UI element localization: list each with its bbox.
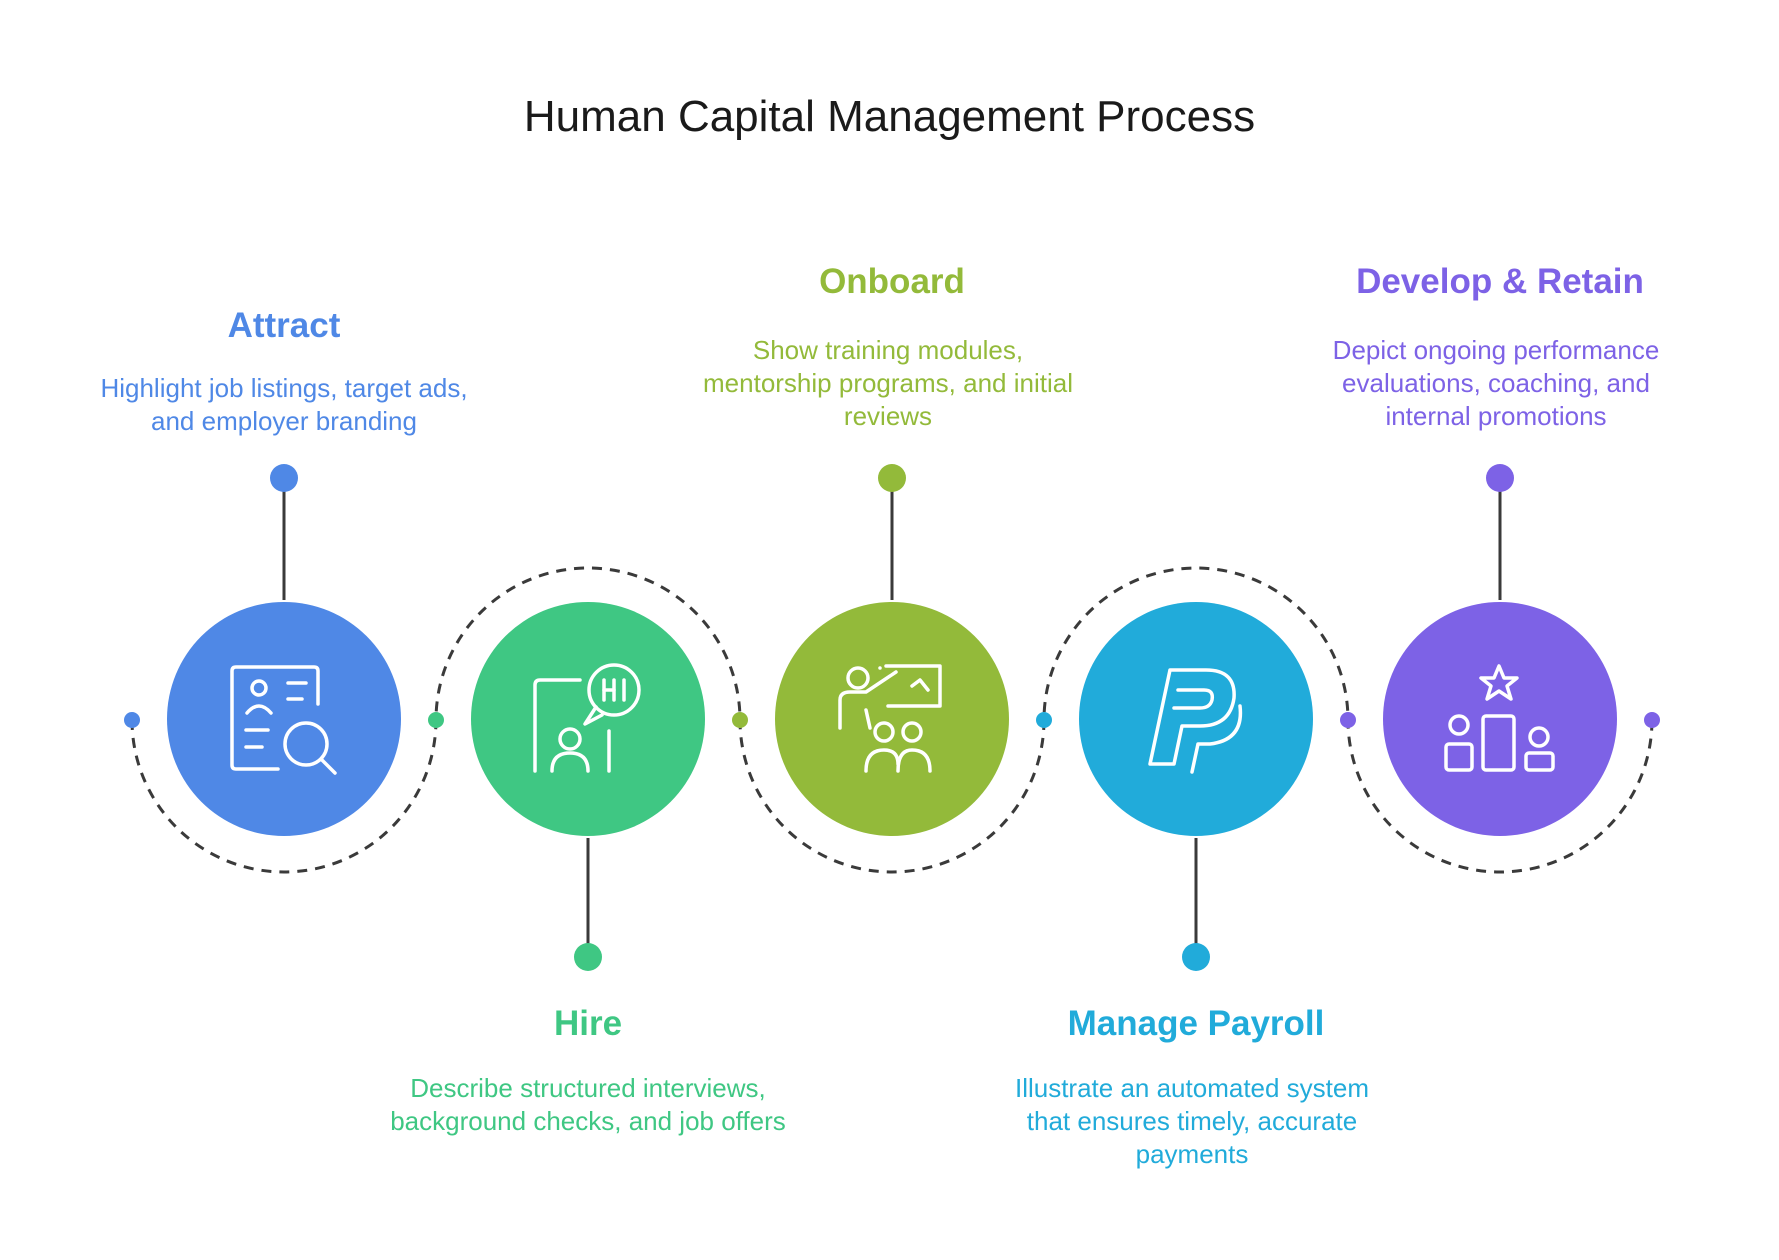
junction-dot	[428, 712, 444, 728]
step-description-payroll: Illustrate an automated system that ensu…	[1014, 1073, 1370, 1169]
stem-dot	[878, 464, 906, 492]
step-develop	[1383, 464, 1617, 836]
junction-dot	[1340, 712, 1356, 728]
step-hire	[471, 602, 705, 971]
stem-dot	[574, 943, 602, 971]
step-circle	[775, 602, 1009, 836]
step-description-hire: Describe structured interviews, backgrou…	[390, 1073, 786, 1136]
paypal-icon	[1148, 668, 1243, 774]
diagram-title: Human Capital Management Process	[523, 92, 1256, 141]
presentation-training-icon	[838, 664, 942, 773]
junction-dot	[732, 712, 748, 728]
step-circle	[1383, 602, 1617, 836]
podium-star-icon	[1444, 664, 1555, 772]
junction-dot	[124, 712, 140, 728]
step-description-develop: Depict ongoing performance evaluations, …	[1332, 335, 1660, 431]
step-attract	[167, 464, 401, 836]
step-circle	[167, 602, 401, 836]
step-description-attract: Highlight job listings, target ads, and …	[100, 373, 468, 436]
junction-dot	[1644, 712, 1660, 728]
junction-dot	[1036, 712, 1052, 728]
stem-dot	[270, 464, 298, 492]
profile-search-icon	[230, 665, 337, 775]
step-title-attract: Attract	[227, 306, 341, 345]
step-title-payroll: Manage Payroll	[1067, 1004, 1325, 1043]
step-onboard	[775, 464, 1009, 836]
dashed-connector	[130, 566, 1654, 874]
step-payroll	[1079, 602, 1313, 971]
step-title-develop: Develop & Retain	[1356, 262, 1644, 301]
step-circle	[1079, 602, 1313, 836]
step-title-hire: Hire	[553, 1004, 623, 1043]
phone-chat-person-icon	[533, 663, 641, 773]
stem-dot	[1486, 464, 1514, 492]
step-description-onboard: Show training modules, mentorship progra…	[703, 335, 1073, 431]
step-title-onboard: Onboard	[819, 262, 965, 301]
stem-dot	[1182, 943, 1210, 971]
